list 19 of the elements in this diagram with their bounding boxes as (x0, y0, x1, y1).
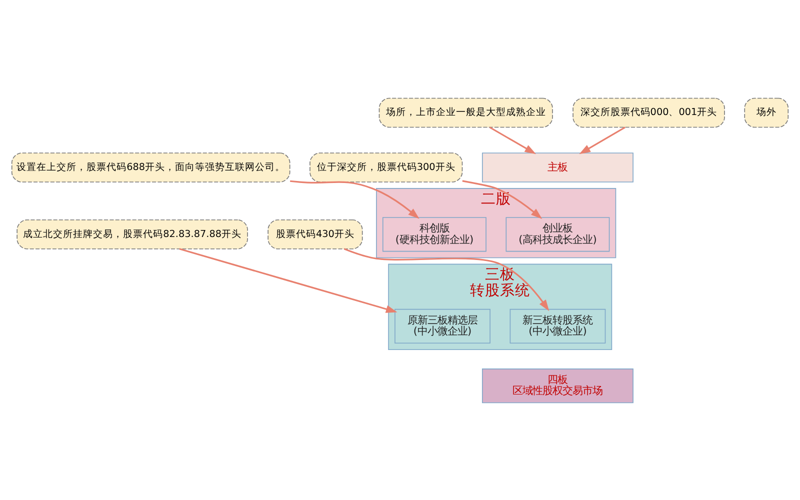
arrow (462, 180, 542, 218)
arrow (179, 248, 398, 312)
node-box: 四板 区域性股权交易市场 (482, 368, 634, 403)
arrow (579, 126, 626, 154)
node-box: 新三板转股系统 (中小微企业) (510, 308, 606, 344)
node-box: 场外 (744, 97, 789, 128)
node-box: 原新三板精选层 (中小微企业) (394, 308, 490, 344)
node-box: 场所，上市企业一般是大型成熟企业 (378, 97, 553, 128)
arrow (489, 126, 536, 154)
node-box: 深交所股票代码000、001开头 (572, 97, 725, 128)
node-box: 股票代码430开头 (268, 218, 363, 249)
node-box: 设置在上交所，股票代码688开头，面向等强势互联网公司。 (11, 152, 290, 182)
node-box: 主板 (482, 152, 634, 182)
node-box: 成立北交所挂牌交易，股票代码82.83.87.88开头 (16, 218, 248, 249)
arrow (344, 248, 550, 311)
node-box: 位于深交所，股票代码300开头 (310, 152, 463, 182)
arrow (290, 180, 420, 218)
node-box: 创业板 (高科技成长企业) (506, 216, 610, 252)
node-box: 科创版 (硬科技创新企业) (382, 216, 486, 252)
